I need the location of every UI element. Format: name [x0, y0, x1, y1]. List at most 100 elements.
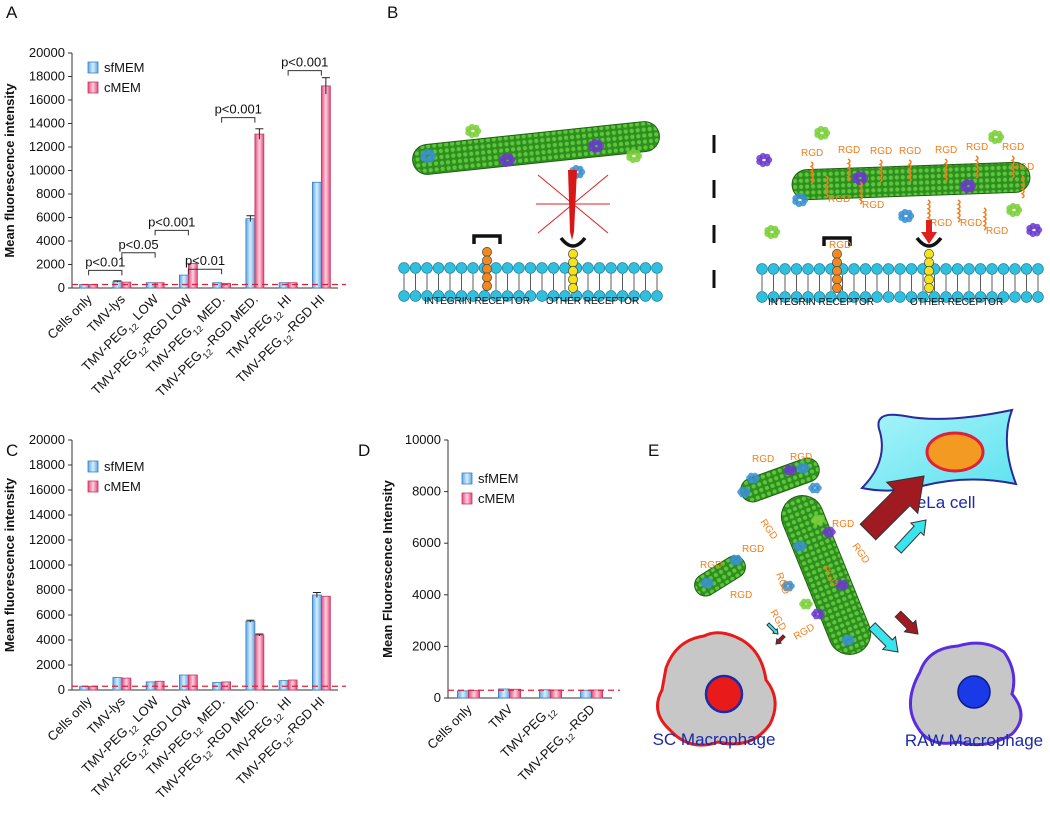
bar-cMEM-2: [154, 282, 165, 289]
lipid-head-bottom: [974, 291, 987, 303]
y-tick-label: 16000: [29, 92, 65, 107]
rgd-linker-top: [809, 161, 814, 185]
rgd-label: RGD: [792, 622, 817, 643]
rgd-label: RGD: [752, 454, 774, 465]
lipid-head-top: [421, 262, 433, 274]
rgd-linker-top: [878, 159, 883, 183]
legend-swatch-cMEM: [461, 492, 473, 505]
chart-a: 0200040006000800010000120001400016000180…: [2, 45, 346, 400]
protein-blob: [798, 462, 804, 469]
bar-sfMEM-4: [212, 282, 223, 289]
y-tick-label: 16000: [29, 482, 65, 497]
bar-cMEM-3: [187, 674, 198, 691]
hela-nucleus: [925, 431, 985, 473]
lipid-head-top: [1032, 263, 1044, 275]
rgd-label: RGD: [966, 142, 988, 153]
lipid-head-bottom: [756, 291, 768, 303]
lipid-head-top: [628, 262, 640, 274]
lipid-head-bottom: [616, 290, 629, 302]
lipid-head-bottom: [628, 290, 640, 302]
lipid-head-top: [513, 262, 525, 274]
bar-cMEM-7: [320, 85, 331, 289]
rgd-label: RGD: [1002, 142, 1024, 153]
rgd-label: RGD: [930, 218, 952, 229]
lipid-head-top: [1020, 263, 1033, 275]
bar-cMEM-7: [320, 595, 331, 691]
lipid-head-bottom: [928, 291, 941, 303]
legend-label-sfMEM: sfMEM: [104, 459, 144, 474]
integrin-binding-site: [472, 234, 502, 244]
protein-blob: [841, 579, 847, 586]
arrow-to-raw-cyan: [868, 622, 899, 653]
integrin-receptor-bead: [832, 283, 842, 293]
lipid-head-top: [871, 263, 883, 275]
protein-blob: [847, 634, 853, 641]
lipid-head-bottom: [490, 290, 502, 302]
lipid-head-top: [986, 263, 998, 275]
other-receptor-label: OTHER RECEPTOR: [546, 296, 639, 307]
rgd-linker-top: [846, 158, 851, 182]
lipid-head-top: [974, 263, 987, 275]
protein-blob: [805, 598, 811, 605]
bar-cMEM-2: [550, 689, 562, 699]
hela-cell-label: HeLa cell: [905, 493, 976, 512]
lipid-head-top: [444, 262, 456, 274]
lipid-head-top: [639, 262, 652, 274]
lipid-head-bottom: [444, 290, 456, 302]
lipid-head-bottom: [547, 290, 560, 302]
integrin-receptor-bead: [482, 264, 492, 274]
other-receptor-bead: [924, 266, 934, 276]
protein-blob: [748, 472, 754, 479]
lipid-head-bottom: [871, 291, 883, 303]
protein-blob: [817, 613, 823, 620]
tmv-rod-left: [412, 121, 660, 175]
protein-blob: [739, 486, 745, 493]
y-tick-label: 10000: [405, 432, 441, 447]
category-label: TMV: [486, 701, 516, 731]
protein-blob: [795, 540, 801, 547]
y-tick-label: 0: [58, 280, 65, 295]
lipid-head-bottom: [882, 291, 895, 303]
lipid-head-bottom: [409, 290, 422, 302]
rgd-label: RGD: [838, 145, 860, 156]
other-receptor-bead: [568, 257, 578, 268]
y-tick-label: 4000: [36, 233, 65, 248]
rgd-label: RGD: [862, 200, 884, 211]
other-receptor-bead: [924, 249, 934, 259]
arrow-to-sc-cyan: [766, 622, 779, 635]
rgd-label: RGD: [1012, 162, 1034, 173]
other-receptor-bead: [924, 274, 934, 285]
legend-swatch-sfMEM: [87, 61, 99, 74]
integrin-receptor-bead: [482, 272, 492, 283]
protein-blob: [633, 149, 641, 157]
rgd-linker-bottom: [926, 199, 931, 223]
bar-sfMEM-3: [178, 674, 189, 691]
protein-blob: [859, 171, 867, 179]
rgd-label: RGD: [828, 194, 850, 205]
lipid-head-bottom: [478, 290, 491, 302]
integrin-receptor-label: INTEGRIN RECEPTOR: [424, 296, 530, 307]
rgd-label: RGD: [730, 590, 752, 601]
panel-letter-e: E: [648, 441, 659, 460]
lipid-head-top: [490, 262, 502, 274]
bar-sfMEM-2: [539, 689, 551, 699]
bar-sfMEM-5: [245, 620, 256, 691]
lipid-head-bottom: [963, 291, 975, 303]
lipid-head-bottom: [639, 290, 652, 302]
lipid-head-top: [593, 262, 606, 274]
lipid-head-top: [616, 262, 629, 274]
arrow-to-raw-red: [894, 610, 919, 635]
protein-blob: [1013, 203, 1021, 211]
protein-blob: [595, 139, 603, 147]
y-tick-label: 4000: [412, 587, 441, 602]
rgd-label: RGD: [832, 519, 854, 530]
protein-blob: [752, 472, 758, 479]
protein-blob: [787, 585, 793, 592]
p-value-label: p<0.001: [281, 55, 328, 70]
chart-c: 0200040006000800010000120001400016000180…: [2, 432, 346, 802]
protein-blob: [817, 514, 823, 521]
protein-blob: [799, 540, 805, 547]
protein-blob: [817, 608, 823, 615]
y-tick-label: 14000: [29, 507, 65, 522]
